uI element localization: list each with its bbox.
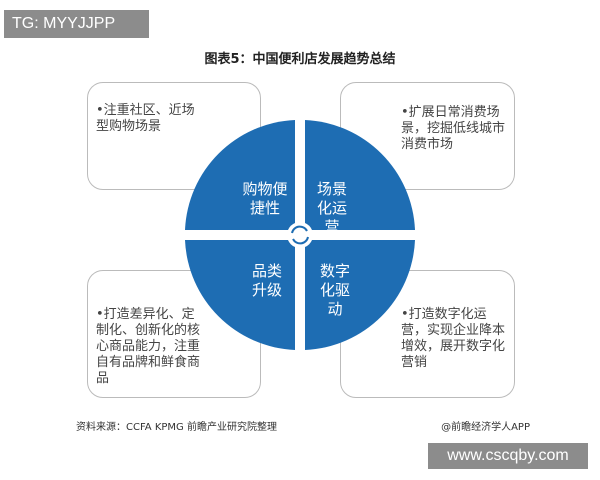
quadrant-bottom-left [185, 240, 295, 350]
quadrant-label-scene: 场景化运营 [316, 180, 347, 236]
desc-box-bottom-left: •打造差异化、定制化、创新化的核心商品能力，注重自有品牌和鲜食商品 [87, 270, 261, 398]
trend-circle [185, 120, 415, 350]
desc-box-top-left: •注重社区、近场型购物场景 [87, 82, 261, 190]
watermark-tag: TG: MYYJJPP [4, 10, 149, 38]
desc-box-top-right: •扩展日常消费场景，挖掘低线城市消费市场 [340, 82, 515, 190]
quadrant-label-category: 品类升级 [251, 262, 282, 299]
source-note: 资料来源：CCFA KPMG 前瞻产业研究院整理 [76, 422, 277, 433]
quadrant-label-digital: 数字化驱动 [319, 262, 350, 318]
quadrant-top-left [185, 120, 295, 230]
desc-text: •注重社区、近场型购物场景 [96, 103, 195, 134]
desc-text: •打造差异化、定制化、创新化的核心商品能力，注重自有品牌和鲜食商品 [96, 307, 201, 386]
chart-title: 图表5：中国便利店发展趋势总结 [204, 52, 396, 67]
desc-text: •打造数字化运营，实现企业降本增效，展开数字化营销 [401, 307, 506, 370]
site-watermark: www.cscqby.com [428, 443, 588, 469]
credit: @前瞻经济学人APP [441, 422, 530, 433]
desc-text: •扩展日常消费场景，挖掘低线城市消费市场 [401, 105, 506, 152]
quadrant-label-shopping: 购物便捷性 [242, 180, 288, 217]
cycle-arrows-icon [291, 225, 309, 245]
quadrant-top-right [305, 120, 415, 230]
quadrant-bottom-right [305, 240, 415, 350]
